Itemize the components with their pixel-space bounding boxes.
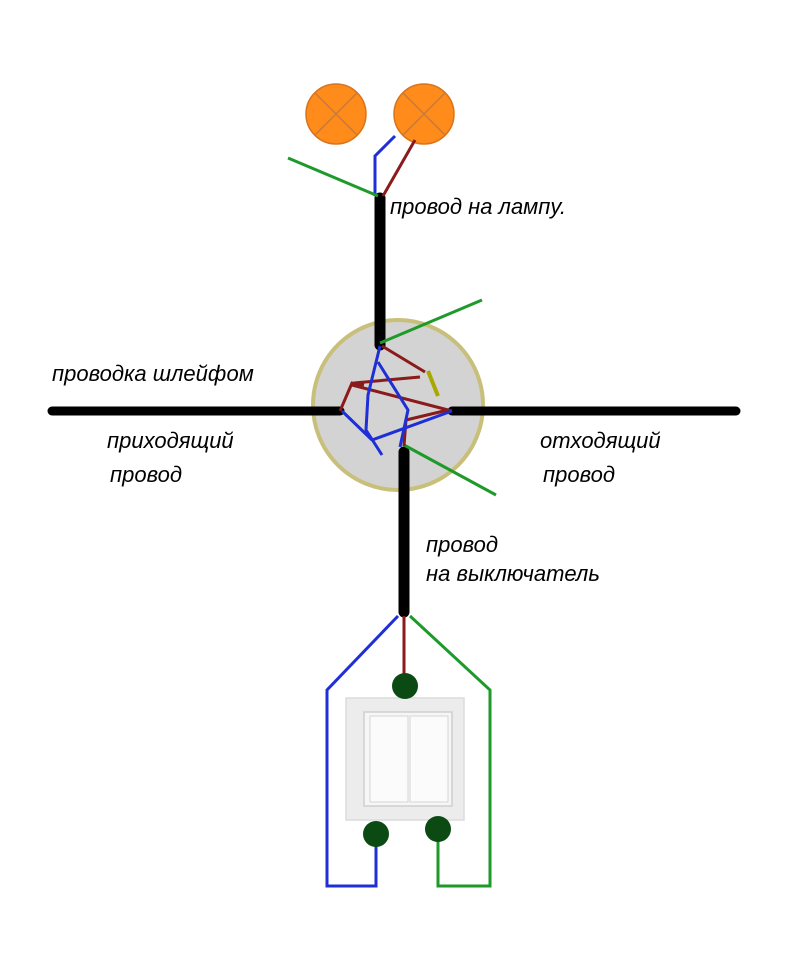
lamp-right-icon xyxy=(393,83,455,145)
switch-neutral-junction-wire xyxy=(376,361,410,448)
outgoing-neutral-wire xyxy=(371,409,453,442)
junction-ground-wire-bottom xyxy=(403,443,497,497)
junction-wires xyxy=(338,298,497,497)
switch-wire-label-line1: провод xyxy=(426,532,498,557)
lamp-wire-label: провод на лампу. xyxy=(390,194,566,219)
double-switch-icon xyxy=(345,673,465,847)
switch-key-left xyxy=(369,715,409,803)
lamp-phase-junction-wire xyxy=(381,344,426,374)
junction-box-circle xyxy=(311,318,485,492)
junction-ground-wire-top xyxy=(379,298,483,345)
outgoing-wire-label-line1: отходящий xyxy=(540,428,661,453)
lamp-phase-wire xyxy=(381,139,417,197)
switch-wire-label-line2: на выключатель xyxy=(426,561,600,586)
phase-bridge-wire xyxy=(353,375,421,385)
lamp-ground-wire xyxy=(287,156,379,198)
lamp-wires xyxy=(287,134,417,198)
switch-terminal-top xyxy=(392,673,418,699)
lamp-icon xyxy=(305,83,455,145)
incoming-wire-label-line2: провод xyxy=(110,462,182,487)
switch-key-right xyxy=(409,715,449,803)
junction-yellow-green-wire xyxy=(426,370,440,397)
switch-ground-wire xyxy=(408,614,492,888)
switch-terminal-left xyxy=(363,821,389,847)
lamp-neutral-junction-wire xyxy=(364,345,384,456)
outgoing-wire-label-line2: провод xyxy=(543,462,615,487)
incoming-neutral-wire xyxy=(340,409,374,442)
incoming-phase-wire xyxy=(338,381,365,412)
lamp-neutral-wire xyxy=(373,134,397,196)
switch-terminal-right xyxy=(425,816,451,842)
junction-box-icon xyxy=(311,318,485,492)
incoming-wire-label-line1: приходящий xyxy=(107,428,234,453)
switch-neutral-wire xyxy=(325,614,400,888)
switch-wires xyxy=(325,614,492,888)
lamp-left-icon xyxy=(305,83,367,145)
loop-wiring-label: проводка шлейфом xyxy=(52,361,254,386)
